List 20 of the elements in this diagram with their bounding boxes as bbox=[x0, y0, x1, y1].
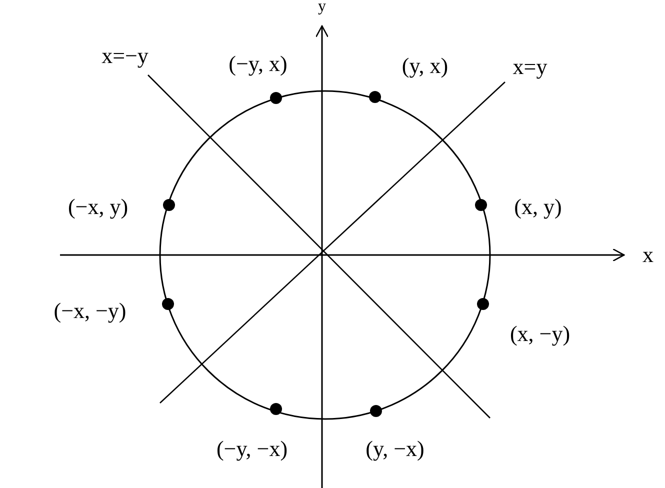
coordinate-label: (x, −y) bbox=[510, 322, 570, 346]
coordinate-label: (−x, y) bbox=[68, 195, 128, 219]
point-dot bbox=[477, 298, 489, 310]
coordinate-label: (−y, x) bbox=[228, 52, 288, 76]
line-label: x=y bbox=[512, 56, 548, 78]
coordinate-label: (−y, −x) bbox=[216, 437, 288, 461]
axis-label: y bbox=[318, 0, 326, 15]
line-label: x=−y bbox=[102, 45, 148, 67]
point-dot bbox=[270, 92, 282, 104]
coordinate-label: (y, −x) bbox=[366, 437, 424, 461]
point-dot bbox=[475, 199, 487, 211]
point-dot bbox=[163, 199, 175, 211]
point-dot bbox=[162, 298, 174, 310]
coordinate-label: (x, y) bbox=[514, 195, 562, 219]
coordinate-label: (−x, −y) bbox=[54, 299, 126, 323]
coordinate-label: (y, x) bbox=[402, 54, 448, 78]
point-dot bbox=[369, 91, 381, 103]
point-dot bbox=[270, 403, 282, 415]
axis-label: x bbox=[642, 244, 654, 266]
point-dot bbox=[370, 405, 382, 417]
